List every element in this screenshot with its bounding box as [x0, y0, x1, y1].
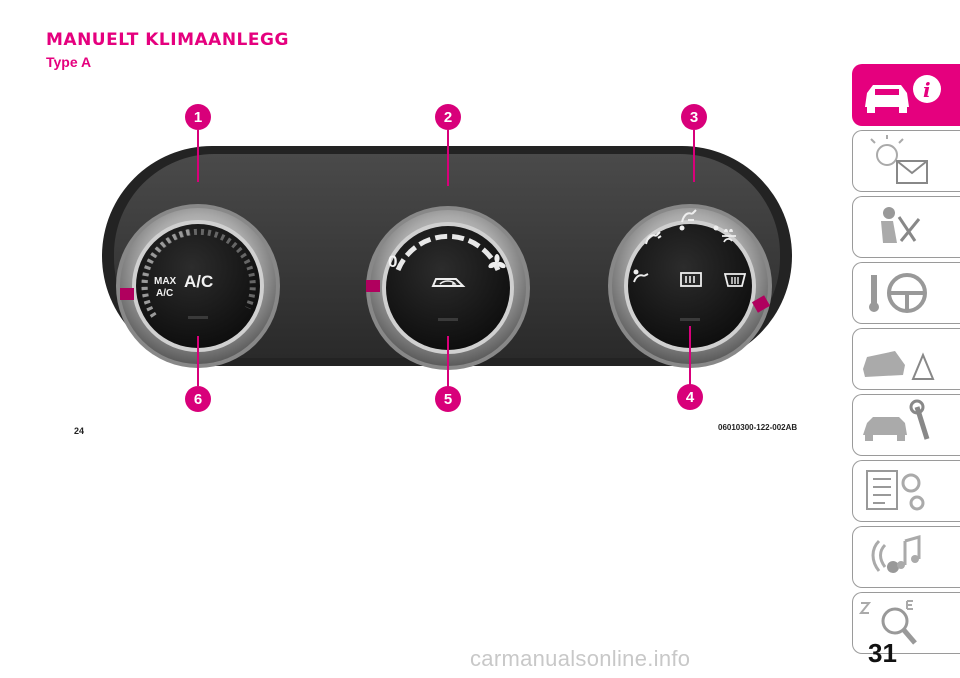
starting-driving-icon: [869, 273, 927, 313]
watermark: carmanualsonline.info: [470, 646, 691, 671]
climate-panel-illustration: [102, 130, 792, 388]
technical-data-icon: [866, 470, 925, 511]
climate-control-figure: MAX A/C A/C 0 1 2 3 4 5 6: [92, 96, 816, 438]
tab-car-info[interactable]: i: [852, 64, 960, 126]
fan-zero-label: 0: [388, 252, 398, 271]
warning-lights-messages-icon: [870, 135, 928, 184]
air-distribution-feet-defrost-icon: [722, 228, 736, 243]
air-distribution-feet-icon: [633, 273, 649, 283]
callout-1: 1: [185, 104, 211, 130]
recirculation-icon: [431, 278, 466, 287]
max-ac-label-line2: A/C: [156, 288, 174, 299]
fan-icon: [488, 254, 506, 269]
maintenance-icon: [863, 399, 930, 441]
rear-window-defrost-icon: [680, 272, 702, 287]
callout-5: 5: [435, 386, 461, 412]
callout-4: 4: [677, 384, 703, 410]
svg-text:i: i: [923, 78, 931, 102]
tab-starting-driving[interactable]: [852, 262, 960, 324]
multimedia-icon: [871, 535, 921, 573]
tab-warning-lights[interactable]: [852, 130, 960, 192]
emergency-icon: [863, 351, 935, 380]
car-info-icon: i: [865, 75, 941, 113]
air-distribution-face-icon: [645, 231, 662, 245]
tab-technical-data[interactable]: [852, 460, 960, 522]
windscreen-defrost-icon: [724, 273, 746, 287]
fan-knob: [366, 206, 530, 370]
temperature-knob: [116, 204, 280, 368]
ac-label: A/C: [184, 272, 214, 291]
page-title: MANUELT KLIMAANLEGG: [46, 30, 289, 50]
page-number: 31: [868, 638, 897, 668]
max-ac-label-line1: MAX: [154, 276, 177, 287]
figure-code: 06010300-122-002AB: [718, 423, 798, 432]
page-subtitle: Type A: [46, 54, 92, 70]
callout-2: 2: [435, 104, 461, 130]
tab-index[interactable]: [852, 592, 960, 654]
index-search-icon: [858, 600, 917, 645]
tab-safety[interactable]: [852, 196, 960, 258]
callout-6: 6: [185, 386, 211, 412]
tab-multimedia[interactable]: [852, 526, 960, 588]
tab-emergency[interactable]: [852, 328, 960, 390]
figure-number: 24: [74, 426, 85, 436]
tab-maintenance[interactable]: [852, 394, 960, 456]
callout-3: 3: [681, 104, 707, 130]
air-distribution-face-feet-icon: [681, 209, 697, 223]
safety-airbag-icon: [881, 207, 921, 243]
